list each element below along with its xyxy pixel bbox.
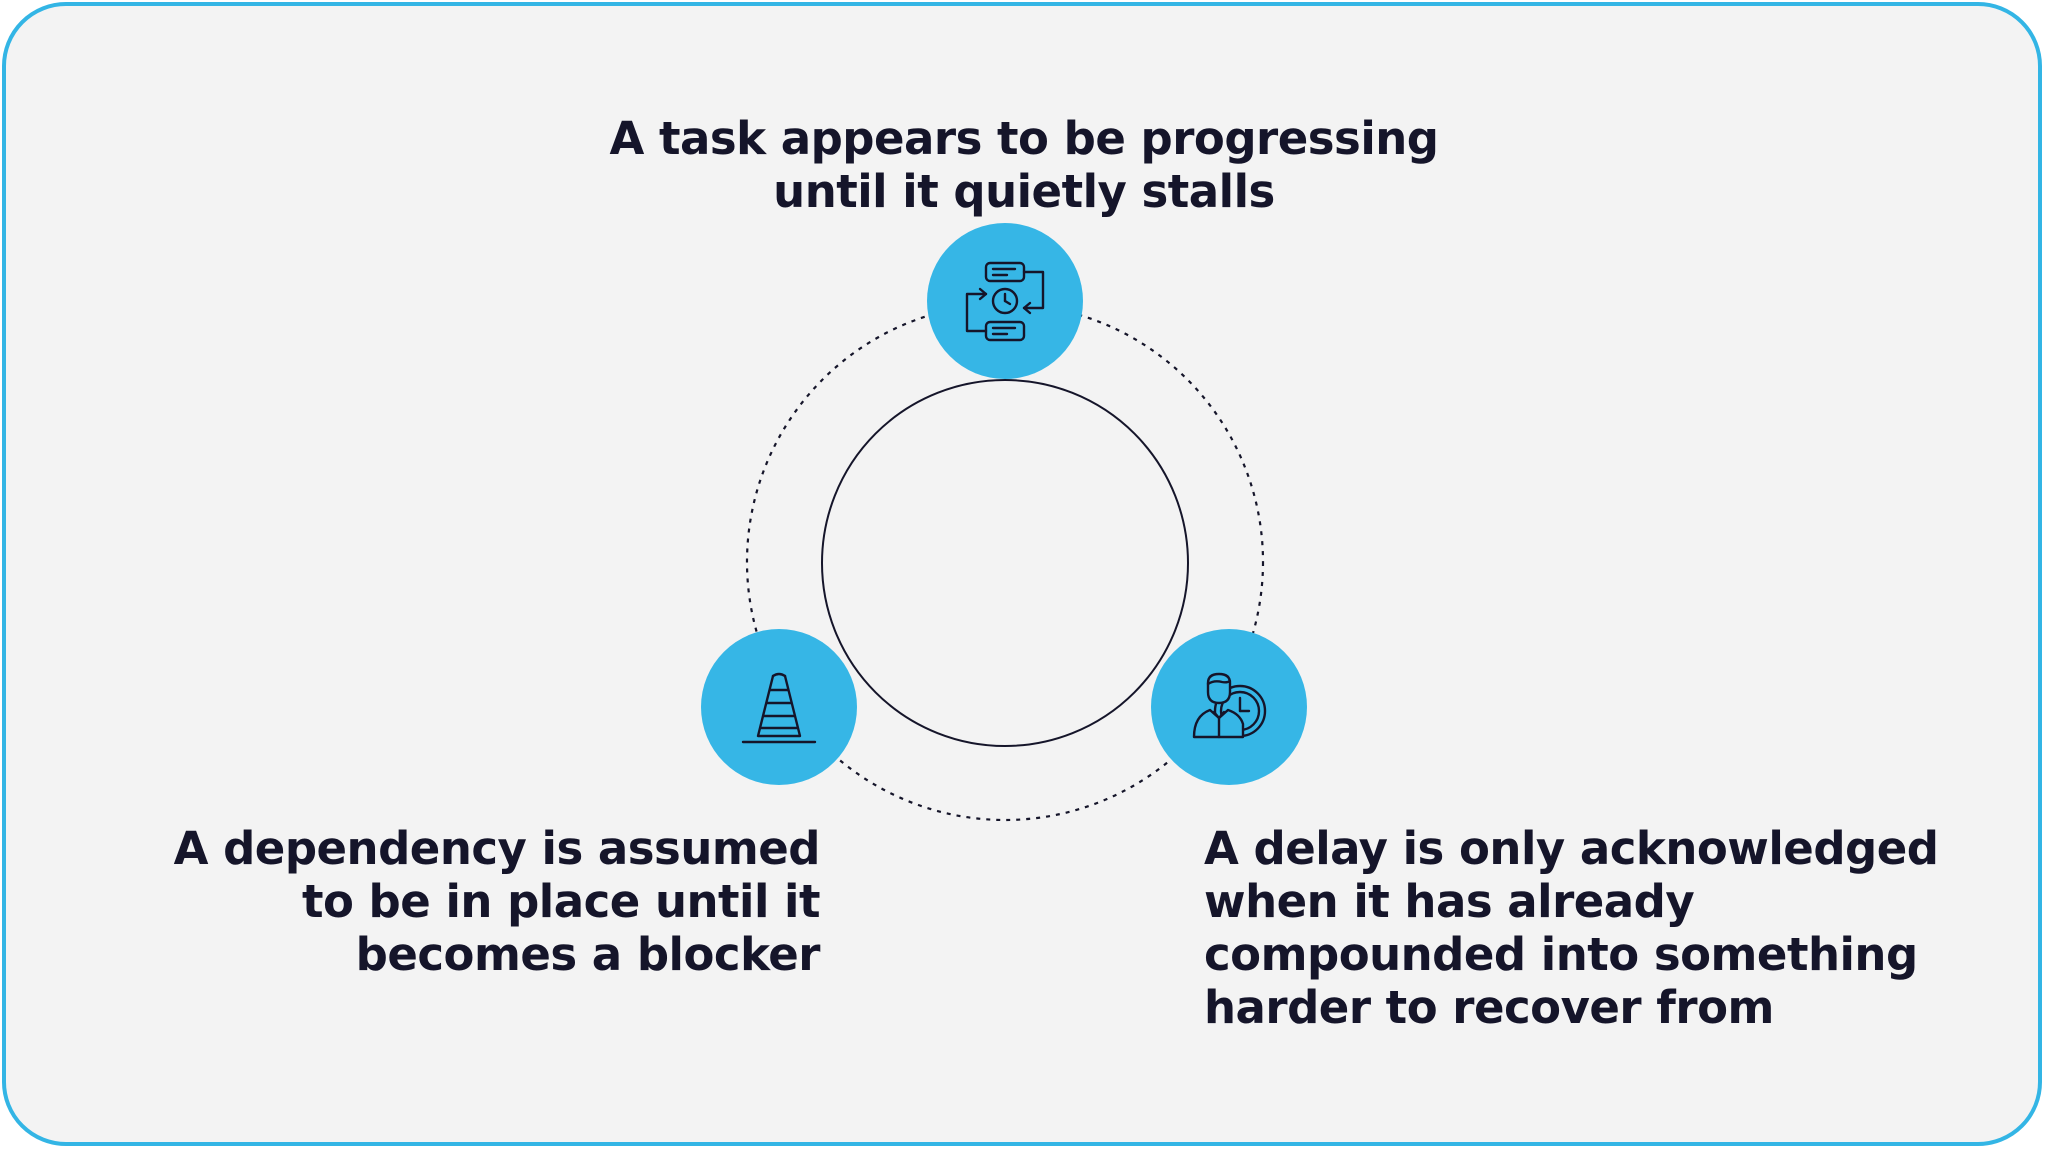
caption-top-line: A task appears to be progressing	[609, 112, 1439, 165]
caption-left-line: A dependency is assumed	[173, 822, 821, 875]
traffic-cone-icon	[741, 672, 817, 744]
center-circle	[821, 379, 1189, 747]
caption-right-line: when it has already	[1204, 875, 1695, 928]
node-top	[927, 223, 1083, 379]
caption-right: A delay is only acknowledged when it has…	[1204, 822, 2004, 1034]
caption-left-line: becomes a blocker	[355, 928, 821, 981]
node-left-circle	[701, 629, 857, 785]
caption-left: A dependency is assumed to be in place u…	[120, 822, 821, 981]
dotted-cycle-ring	[745, 302, 1265, 822]
caption-right-line: A delay is only acknowledged	[1204, 822, 1939, 875]
node-right	[1151, 629, 1307, 785]
caption-top: A task appears to be progressing until i…	[524, 112, 1524, 218]
caption-top-line: until it quietly stalls	[773, 165, 1275, 218]
caption-left-line: to be in place until it	[301, 875, 821, 928]
node-left	[701, 629, 857, 785]
person-clock-icon	[1192, 672, 1267, 739]
caption-right-line: compounded into something	[1204, 928, 1918, 981]
caption-right-line: harder to recover from	[1204, 981, 1774, 1034]
node-right-circle	[1151, 629, 1307, 785]
workflow-process-icon	[965, 261, 1045, 342]
